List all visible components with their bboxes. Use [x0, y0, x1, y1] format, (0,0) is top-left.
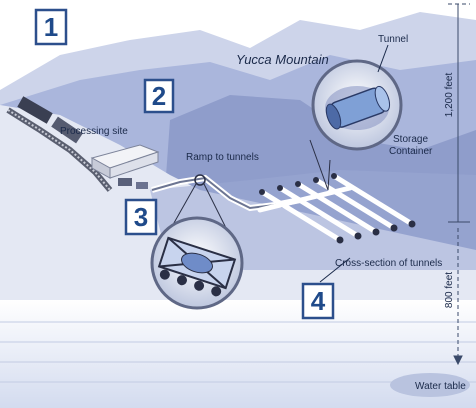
- transporter-vehicle: [157, 236, 237, 297]
- transporter-lens: [150, 183, 244, 310]
- step-marker-2: 2: [143, 78, 175, 114]
- yucca-mountain-label: Yucca Mountain: [236, 52, 329, 67]
- cross-section-leader: [319, 257, 351, 283]
- step-marker-4: 4: [301, 282, 335, 320]
- tunnel-grid: [257, 173, 415, 243]
- storage-container-lens: [309, 59, 403, 191]
- processing-site-buildings: [90, 144, 160, 189]
- container-cylinder: [325, 85, 391, 130]
- step-marker-1: 1: [34, 8, 68, 46]
- storage-label-line2: Container: [389, 146, 433, 157]
- ramp-label: Ramp to tunnels: [186, 152, 259, 163]
- tunnel-leader: [377, 44, 389, 73]
- step-number: 4: [311, 286, 326, 316]
- depth-upper-label: 1,200 feet: [444, 73, 455, 118]
- depth-lower-label: 800 feet: [444, 272, 455, 308]
- step-number: 2: [152, 81, 166, 111]
- water-table-pool: [390, 373, 470, 397]
- processing-site-label: Processing site: [60, 126, 128, 137]
- depth-scale: [448, 3, 470, 366]
- water-table-label: Water table: [415, 381, 466, 392]
- railway: [6, 96, 113, 192]
- step-marker-3: 3: [124, 198, 158, 236]
- tunnel-ends: [259, 173, 416, 244]
- tunnel-label: Tunnel: [378, 34, 408, 45]
- step-number: 1: [44, 12, 58, 42]
- cross-section-label: Cross-section of tunnels: [335, 258, 442, 269]
- step-number: 3: [134, 202, 148, 232]
- storage-label-line1: Storage: [393, 134, 428, 145]
